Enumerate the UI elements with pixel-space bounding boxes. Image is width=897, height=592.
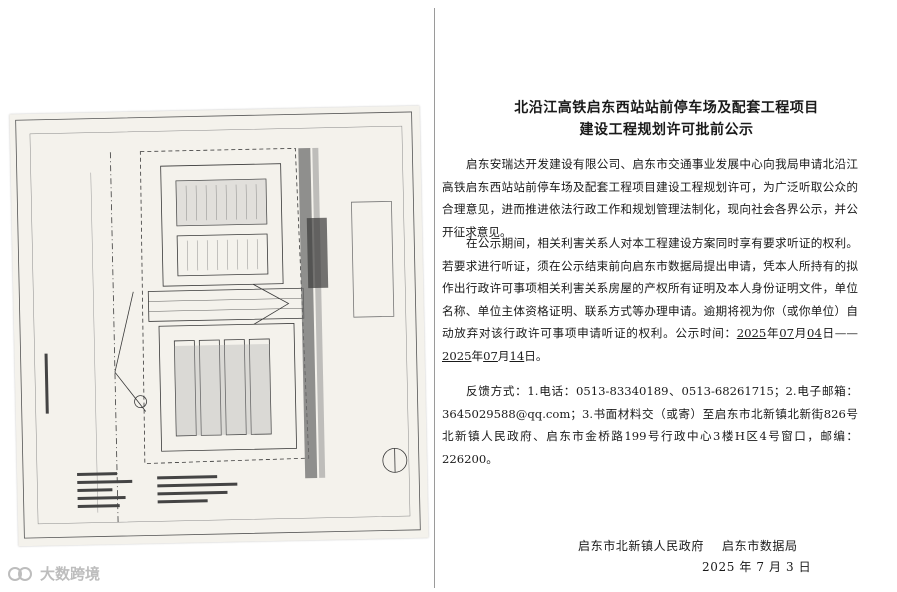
hearing-text: 在公示期间，相关利害关系人对本工程建设方案同时享有要求听证的权利。若要求进行听证…	[442, 236, 858, 340]
site-plan-drawing	[9, 105, 429, 547]
site-plan-panel: 大数跨境	[0, 0, 435, 592]
notice-subtitle: 建设工程规划许可批前公示	[579, 122, 754, 138]
signature-date: 2025 年 7 月 3 日	[702, 560, 812, 574]
notice-document: 北沿江高铁启东西站站前停车场及配套工程项目 建设工程规划许可批前公示 启东安瑞达…	[436, 0, 897, 592]
notice-paragraph-hearing: 在公示期间，相关利害关系人对本工程建设方案同时享有要求听证的权利。若要求进行听证…	[442, 236, 858, 363]
signature-orgs: 启东市北新镇人民政府 启东市数据局	[578, 537, 816, 554]
watermark-logo-icon	[8, 566, 32, 581]
end-year: 2025	[442, 348, 472, 363]
panel-divider	[434, 8, 435, 588]
notice-paragraph-intro: 启东安瑞达开发建设有限公司、启东市交通事业发展中心向我局申请北沿江高铁启东西站站…	[442, 157, 858, 239]
end-month: 07	[483, 348, 498, 363]
notice-title: 北沿江高铁启东西站站前停车场及配套工程项目	[514, 100, 819, 116]
start-year: 2025	[736, 326, 767, 340]
end-day: 14	[509, 348, 525, 363]
watermark-text: 大数跨境	[40, 565, 101, 583]
start-day: 04	[807, 326, 822, 340]
signature-org-bureau: 启东市数据局	[722, 539, 798, 553]
notice-paragraph-feedback: 反馈方式：1.电话：0513-83340189、0513-68261715；2.…	[442, 384, 858, 466]
site-plan-svg	[15, 111, 421, 539]
start-month: 07	[779, 326, 795, 340]
watermark: 大数跨境	[8, 563, 100, 584]
signature-org-town: 启东市北新镇人民政府	[578, 539, 705, 553]
